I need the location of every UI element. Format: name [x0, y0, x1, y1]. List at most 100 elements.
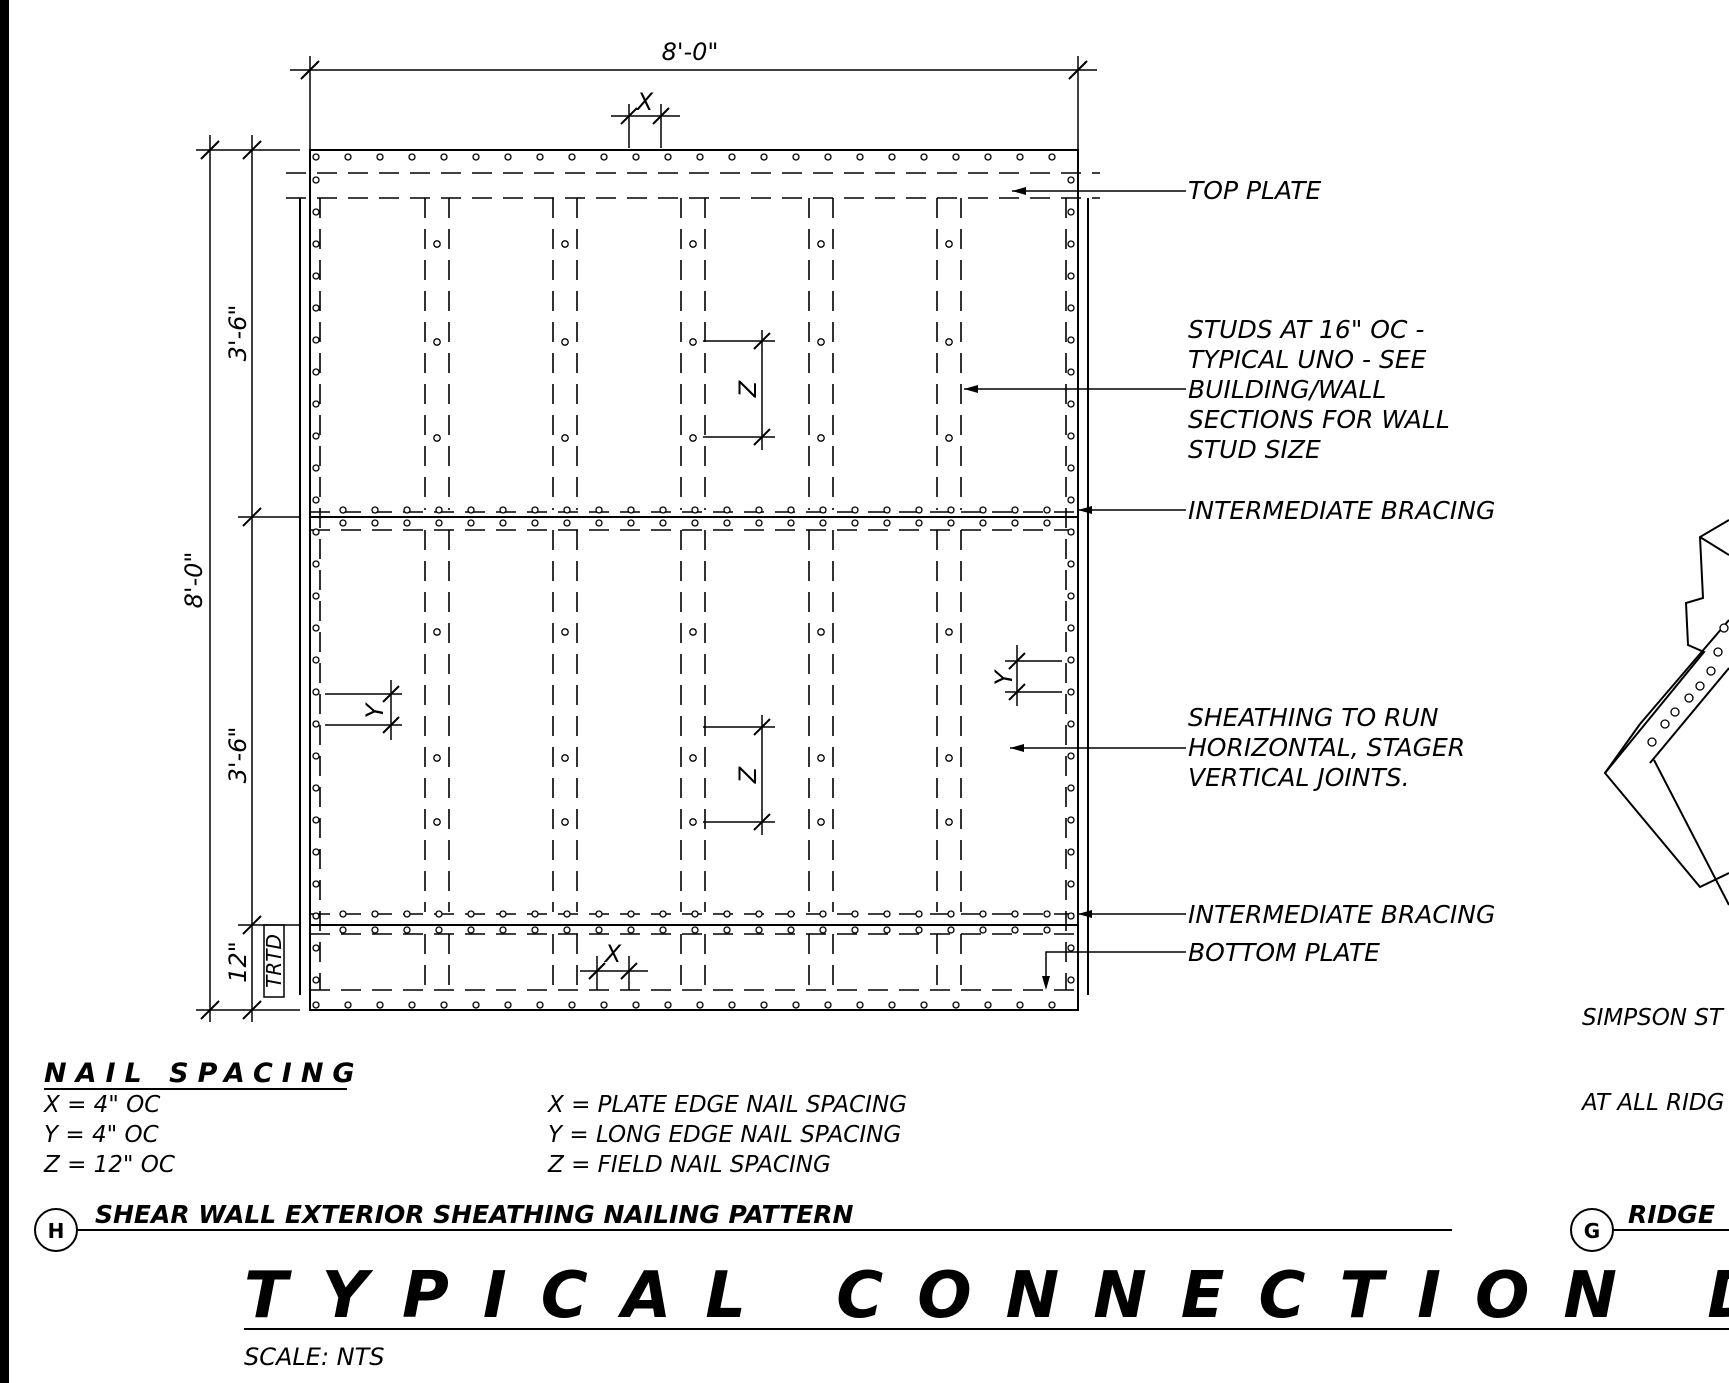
bracing-nail [851, 506, 859, 514]
edge-nail [312, 752, 320, 760]
edge-nail [1067, 720, 1075, 728]
bracing-nail [627, 506, 635, 514]
edge-nail [312, 784, 320, 792]
plate-nail [952, 1001, 960, 1009]
bracing-nail [499, 926, 507, 934]
plate-nail [920, 153, 928, 161]
bracing-nail [723, 506, 731, 514]
bracing-nail [467, 506, 475, 514]
plate-nail [472, 1001, 480, 1009]
bracing-nail [467, 519, 475, 527]
plate-nail [344, 153, 352, 161]
plate-nail [888, 153, 896, 161]
nail-spacing-y-value: Y = 4" OC [44, 1122, 159, 1148]
z-upper-label: Z [734, 380, 762, 398]
bracing-nail [819, 519, 827, 527]
edge-nail [312, 656, 320, 664]
bracing-nail [755, 926, 763, 934]
edge-nail [1067, 176, 1075, 184]
overall-width-dimension [290, 56, 1097, 150]
plate-nail [888, 1001, 896, 1009]
field-nail [561, 628, 569, 636]
top-plate-callout: TOP PLATE [1188, 176, 1322, 205]
edge-nail [312, 304, 320, 312]
sheet-title: TYPICAL CONNECTION DETAILS [244, 1259, 1729, 1333]
bracing-nail [1043, 506, 1051, 514]
bracing-nail [787, 910, 795, 918]
left-vertical-dimensions [196, 135, 300, 1022]
field-nail [945, 628, 953, 636]
z-dimension-lower [703, 715, 775, 835]
bracing-nail [723, 519, 731, 527]
field-nail [817, 240, 825, 248]
plate-nail [632, 1001, 640, 1009]
edge-nail [1067, 432, 1075, 440]
bracing-nail [371, 926, 379, 934]
bottom-x-dimension [580, 956, 648, 990]
bracing-nail [947, 506, 955, 514]
bracing-nail [371, 910, 379, 918]
bracing-nail [371, 506, 379, 514]
plate-nail [984, 153, 992, 161]
plate-nail [856, 1001, 864, 1009]
edge-nail [312, 944, 320, 952]
bracing-nail [595, 519, 603, 527]
edge-nail [1067, 784, 1075, 792]
z-lower-label: Z [734, 766, 762, 784]
plate-nail [728, 153, 736, 161]
plate-nail [312, 153, 320, 161]
bracing-nail [1043, 926, 1051, 934]
ridge-strap-detail [1603, 519, 1729, 906]
bracing-nail [979, 519, 987, 527]
bracing-nail [915, 506, 923, 514]
field-nail [945, 338, 953, 346]
plate-nail [376, 153, 384, 161]
edge-nail [312, 592, 320, 600]
sheathing-callout-line-3: VERTICAL JOINTS. [1188, 763, 1410, 792]
bracing-nail [1011, 926, 1019, 934]
bracing-nail [1011, 519, 1019, 527]
plate-nail [920, 1001, 928, 1009]
bracing-nail [563, 926, 571, 934]
edge-nail [1067, 944, 1075, 952]
field-nail [689, 754, 697, 762]
bracing-nail [691, 506, 699, 514]
studs-callout-line-1: STUDS AT 16" OC - [1188, 315, 1424, 344]
field-nail [561, 754, 569, 762]
field-nail [561, 434, 569, 442]
edge-nail [312, 624, 320, 632]
plate-nail [600, 153, 608, 161]
detail-h-marker-label: H [48, 1219, 65, 1243]
bracing-nail [467, 910, 475, 918]
bracing-nail [915, 926, 923, 934]
plate-nail [376, 1001, 384, 1009]
edge-nail [312, 496, 320, 504]
edge-nail [1067, 464, 1075, 472]
bracing-nail [787, 519, 795, 527]
bracing-nail [915, 910, 923, 918]
plate-nail [504, 153, 512, 161]
bracing-nail [755, 519, 763, 527]
y-dimension-right [1005, 645, 1062, 706]
edge-nail [312, 336, 320, 344]
bracing-nail [659, 506, 667, 514]
field-nail [433, 240, 441, 248]
edge-nail [312, 720, 320, 728]
detail-g-note-2: AT ALL RIDG [1580, 1090, 1724, 1116]
bottom-height-label: 12" [224, 941, 252, 983]
edge-nail [312, 560, 320, 568]
bracing-nail [531, 926, 539, 934]
edge-nail [312, 688, 320, 696]
field-nail [433, 338, 441, 346]
plate-nail [472, 153, 480, 161]
edge-nail [312, 912, 320, 920]
bottom-plate-callout: BOTTOM PLATE [1188, 938, 1380, 967]
bracing-nail [531, 910, 539, 918]
edge-nail [1067, 240, 1075, 248]
field-nail [561, 338, 569, 346]
plate-nail [504, 1001, 512, 1009]
plate-nail [440, 1001, 448, 1009]
bracing-nail [371, 519, 379, 527]
bracing-nail [787, 506, 795, 514]
